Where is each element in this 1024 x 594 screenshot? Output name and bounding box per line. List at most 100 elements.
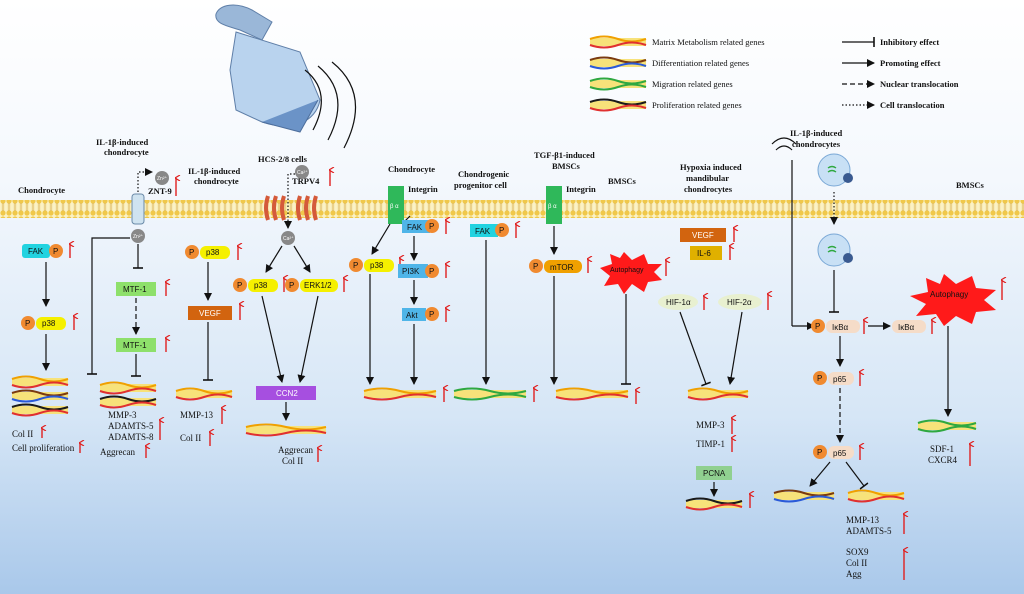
phospho-badge — [495, 223, 509, 237]
label-il1b-a-1: IL-1β-induced — [96, 137, 148, 147]
pathway-p38-vegf: P p38 VEGF — [185, 245, 240, 381]
hif2a-label: HIF-2α — [727, 298, 752, 307]
p38-label: p38 — [206, 248, 220, 257]
integrin-label: Integrin — [408, 184, 438, 194]
outcome-aggrecan2: Aggrecan — [278, 445, 313, 455]
p38-box — [36, 317, 66, 330]
phospho-badge — [813, 445, 827, 459]
mtf1-box — [116, 282, 156, 296]
pcna-box — [696, 466, 732, 480]
pathway-chondrocyte-fak: FAK P P p38 — [21, 244, 74, 371]
il6-label: IL-6 — [697, 249, 711, 258]
ikba-box — [892, 320, 926, 333]
label-bmscs-mid: BMSCs — [608, 176, 637, 186]
outcome-cxcr4: CXCR4 — [928, 455, 958, 465]
label-il1b-c-1: IL-1β-induced — [790, 128, 842, 138]
label-hypoxia-1: Hypoxia induced — [680, 162, 742, 172]
outcome-sox9: SOX9 — [846, 547, 869, 557]
fak-box — [22, 244, 50, 258]
znt9-channel — [131, 193, 145, 225]
label-chondrocyte-mid: Chondrocyte — [388, 164, 435, 174]
legend-differentiation-label: Differentiation related genes — [652, 58, 749, 68]
outcome-col2c: Col II — [282, 456, 303, 466]
gene-strand-pcna — [685, 497, 743, 511]
p65-box — [828, 446, 854, 459]
label-il1b-b-1: IL-1β-induced — [188, 166, 240, 176]
zn-label-in: Zn²⁺ — [133, 234, 144, 240]
p65-box — [828, 372, 854, 385]
legend-inhibit-label: Inhibitory effect — [880, 37, 939, 47]
integrin-label: Integrin — [566, 184, 596, 194]
phospho-label: P — [25, 319, 30, 328]
ccn2-box — [256, 386, 316, 400]
label-progenitor-1: Chondrogenic — [458, 169, 510, 179]
pathway-tgf-mtor: β α Integrin P mTOR Autophagy — [529, 184, 666, 385]
autophagy-label: Autophagy — [610, 267, 644, 274]
gene-strand-col3 — [175, 387, 233, 401]
gene-strand-col5 — [363, 387, 437, 401]
fak-label: FAK — [475, 227, 491, 236]
legend-matrix-label: Matrix Metabolism related genes — [652, 37, 765, 47]
outcome-mmp13b: MMP-13 — [846, 515, 880, 525]
gene-strand-col8 — [687, 387, 749, 401]
phospho-label: P — [289, 281, 294, 290]
label-tgf-1: TGF-β1-induced — [534, 150, 595, 160]
phospho-badge — [233, 278, 247, 292]
label-hcs: HCS-2/8 cells — [258, 154, 308, 164]
pathway-znt9: ZNT-9 Zn²⁺ Zn²⁺ MTF-1 MTF-1 — [87, 168, 176, 377]
legend-promote-label: Promoting effect — [880, 58, 941, 68]
phospho-badge — [811, 319, 825, 333]
phospho-label: P — [429, 222, 434, 231]
label-il1b-a-2: chondrocyte — [104, 147, 149, 157]
trpv4-channel — [264, 195, 318, 221]
gene-strand-col10 — [917, 419, 977, 433]
label-tgf-2: BMSCs — [552, 161, 581, 171]
legend-gene-strand-proliferation — [589, 98, 647, 112]
legend-gene-strand-migration — [589, 77, 647, 91]
integrin-receptor — [388, 186, 404, 224]
ca-label-in: Ca²⁺ — [283, 236, 294, 242]
erk-label: ERK1/2 — [304, 281, 332, 290]
hif2a-box — [718, 294, 762, 310]
zn-label-out: Zn²⁺ — [157, 176, 168, 182]
hif1a-box — [658, 294, 698, 310]
gene-strand-col1 — [11, 375, 69, 417]
gene-strand-col4 — [245, 423, 327, 437]
phospho-label: P — [499, 226, 504, 235]
outcome-mmp3b: MMP-3 — [696, 420, 725, 430]
phospho-badge — [49, 244, 63, 258]
label-il1b-b-2: chondrocyte — [194, 176, 239, 186]
outcome-mmp3: MMP-3 — [108, 410, 137, 420]
pathway-integrin-pi3k: β α Integrin FAK P P p38 PI3K P Akt P — [349, 184, 446, 385]
phospho-label: P — [189, 248, 194, 257]
pathway-nfkb: P IκBα IκBα P p65 P p65 — [771, 137, 932, 490]
gene-strand-col2 — [99, 381, 157, 409]
ca-label-out: Ca²⁺ — [297, 170, 308, 176]
pathway-progenitor: FAK P — [470, 223, 516, 385]
phospho-badge — [185, 245, 199, 259]
vesicle-icon — [817, 233, 853, 267]
vegf-label: VEGF — [692, 231, 714, 240]
ikba-label: IκBα — [832, 323, 849, 332]
phospho-label: P — [353, 261, 358, 270]
legend: Matrix Metabolism related genes Differen… — [589, 35, 959, 112]
outcome-adamts5b: ADAMTS-5 — [846, 526, 892, 536]
erk-box — [300, 279, 338, 292]
legend-nuclear-label: Nuclear translocation — [880, 79, 959, 89]
mtor-box — [544, 260, 582, 273]
autophagy-label: Autophagy — [930, 290, 968, 299]
p38-box — [364, 259, 394, 272]
trpv4-label: TRPV4 — [292, 176, 320, 186]
p38-label: p38 — [42, 319, 56, 328]
phospho-label: P — [429, 310, 434, 319]
p38-label: p38 — [370, 261, 384, 270]
phospho-badge — [529, 259, 543, 273]
legend-cell-label: Cell translocation — [880, 100, 945, 110]
vegf-box — [188, 306, 232, 320]
znt9-label: ZNT-9 — [148, 186, 172, 196]
vegf-label: VEGF — [199, 309, 221, 318]
phospho-label: P — [237, 281, 242, 290]
p65-label: p65 — [833, 375, 847, 384]
zinc-ion-icon — [155, 171, 169, 185]
fak-label: FAK — [407, 223, 423, 232]
